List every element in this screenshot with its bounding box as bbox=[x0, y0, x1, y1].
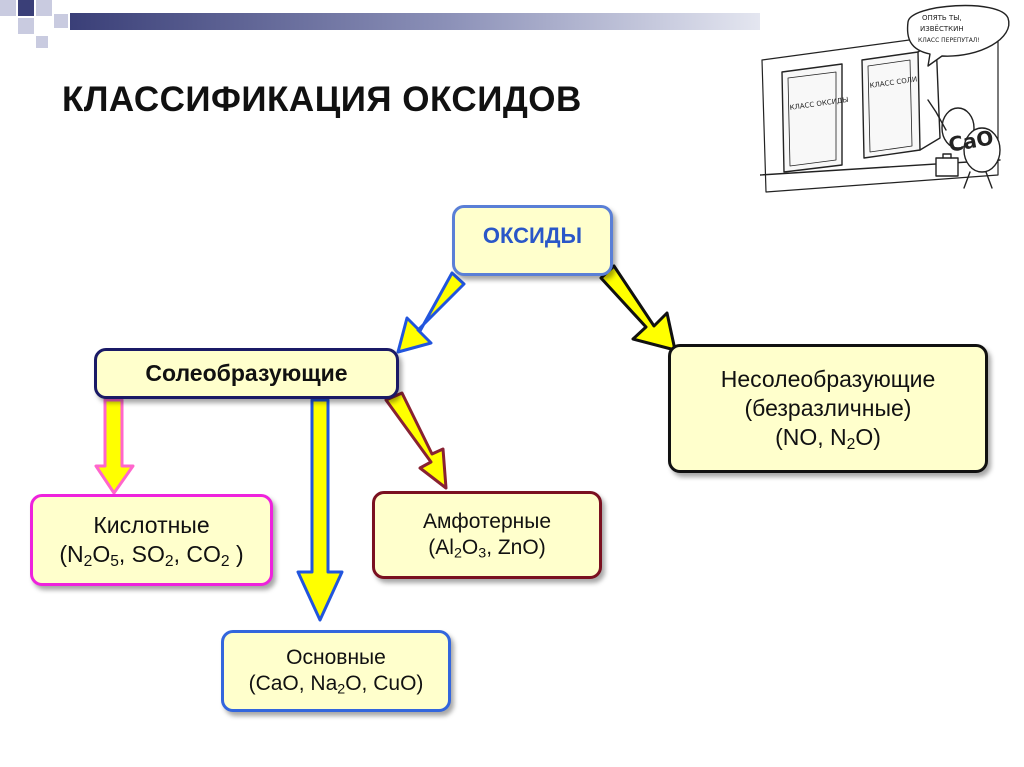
node-basic-examples: (CaO, Na2O, CuO) bbox=[248, 672, 424, 698]
node-salt-forming-label: Солеобразующие bbox=[145, 360, 348, 387]
deco-square bbox=[54, 14, 68, 28]
node-non-salt-forming-subtitle: (безразличные) bbox=[744, 395, 912, 422]
cartoon-speech-line-2: ИЗВЁСТКИН bbox=[920, 24, 964, 33]
node-acidic: Кислотные (N2O5, SO2, CO2 ) bbox=[30, 494, 273, 586]
node-basic: Основные (CaO, Na2O, CuO) bbox=[221, 630, 451, 712]
deco-square bbox=[0, 0, 16, 16]
node-non-salt-forming-examples: (NO, N2O) bbox=[775, 423, 881, 453]
node-amphoteric-examples: (Al2O3, ZnO) bbox=[428, 536, 546, 562]
deco-square bbox=[36, 36, 48, 48]
cartoon-speech-line-3: КЛАСС ПЕРЕПУТАЛ! bbox=[918, 37, 980, 44]
node-oxides-label: ОКСИДЫ bbox=[482, 223, 583, 248]
deco-square bbox=[18, 0, 34, 16]
cartoon-character-head bbox=[941, 107, 975, 149]
arrow-salt-to-basic bbox=[296, 398, 344, 622]
node-non-salt-forming-label: Несолеобразующие bbox=[720, 366, 936, 393]
arrow-salt-to-amphoteric bbox=[384, 391, 448, 490]
arrow-root-to-non-salt-forming bbox=[599, 264, 677, 352]
deco-square bbox=[18, 18, 34, 34]
node-acidic-label: Кислотные bbox=[93, 512, 210, 539]
node-oxides: ОКСИДЫ bbox=[452, 205, 613, 276]
node-non-salt-forming: Несолеобразующие (безразличные) (NO, N2O… bbox=[668, 344, 988, 473]
cartoon-briefcase-icon bbox=[935, 157, 959, 177]
node-amphoteric-label: Амфотерные bbox=[422, 509, 552, 533]
cartoon-illustration: КЛАСС ОКСИДЫ КЛАСС СОЛИ ОПЯТЬ ТЫ, ИЗВЁСТ… bbox=[760, 4, 1010, 193]
cartoon-speech-line-1: ОПЯТЬ ТЫ, bbox=[922, 14, 962, 22]
node-amphoteric: Амфотерные (Al2O3, ZnO) bbox=[372, 491, 602, 579]
arrow-salt-to-acidic bbox=[94, 398, 135, 495]
node-salt-forming: Солеобразующие bbox=[94, 348, 399, 399]
cartoon-speech-bubble bbox=[906, 4, 1010, 67]
page-title: КЛАССИФИКАЦИЯ ОКСИДОВ bbox=[62, 80, 582, 119]
node-basic-label: Основные bbox=[286, 645, 386, 669]
node-acidic-examples: (N2O5, SO2, CO2 ) bbox=[59, 541, 244, 570]
cartoon-door-left bbox=[781, 63, 843, 173]
header-decoration bbox=[0, 0, 760, 48]
arrow-root-to-salt-forming bbox=[396, 271, 466, 354]
deco-square bbox=[36, 0, 52, 16]
header-gradient-bar bbox=[70, 13, 760, 30]
